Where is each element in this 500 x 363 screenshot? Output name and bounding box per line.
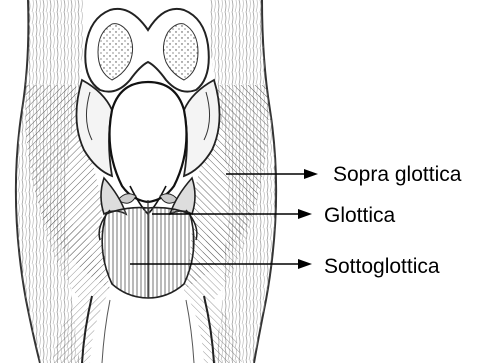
vestibule <box>110 82 187 214</box>
label-sopra-glottica: Sopra glottica <box>333 164 461 185</box>
epiglottis <box>85 9 209 92</box>
label-sottoglottica: Sottoglottica <box>324 256 440 277</box>
label-glottica: Glottica <box>324 205 395 226</box>
